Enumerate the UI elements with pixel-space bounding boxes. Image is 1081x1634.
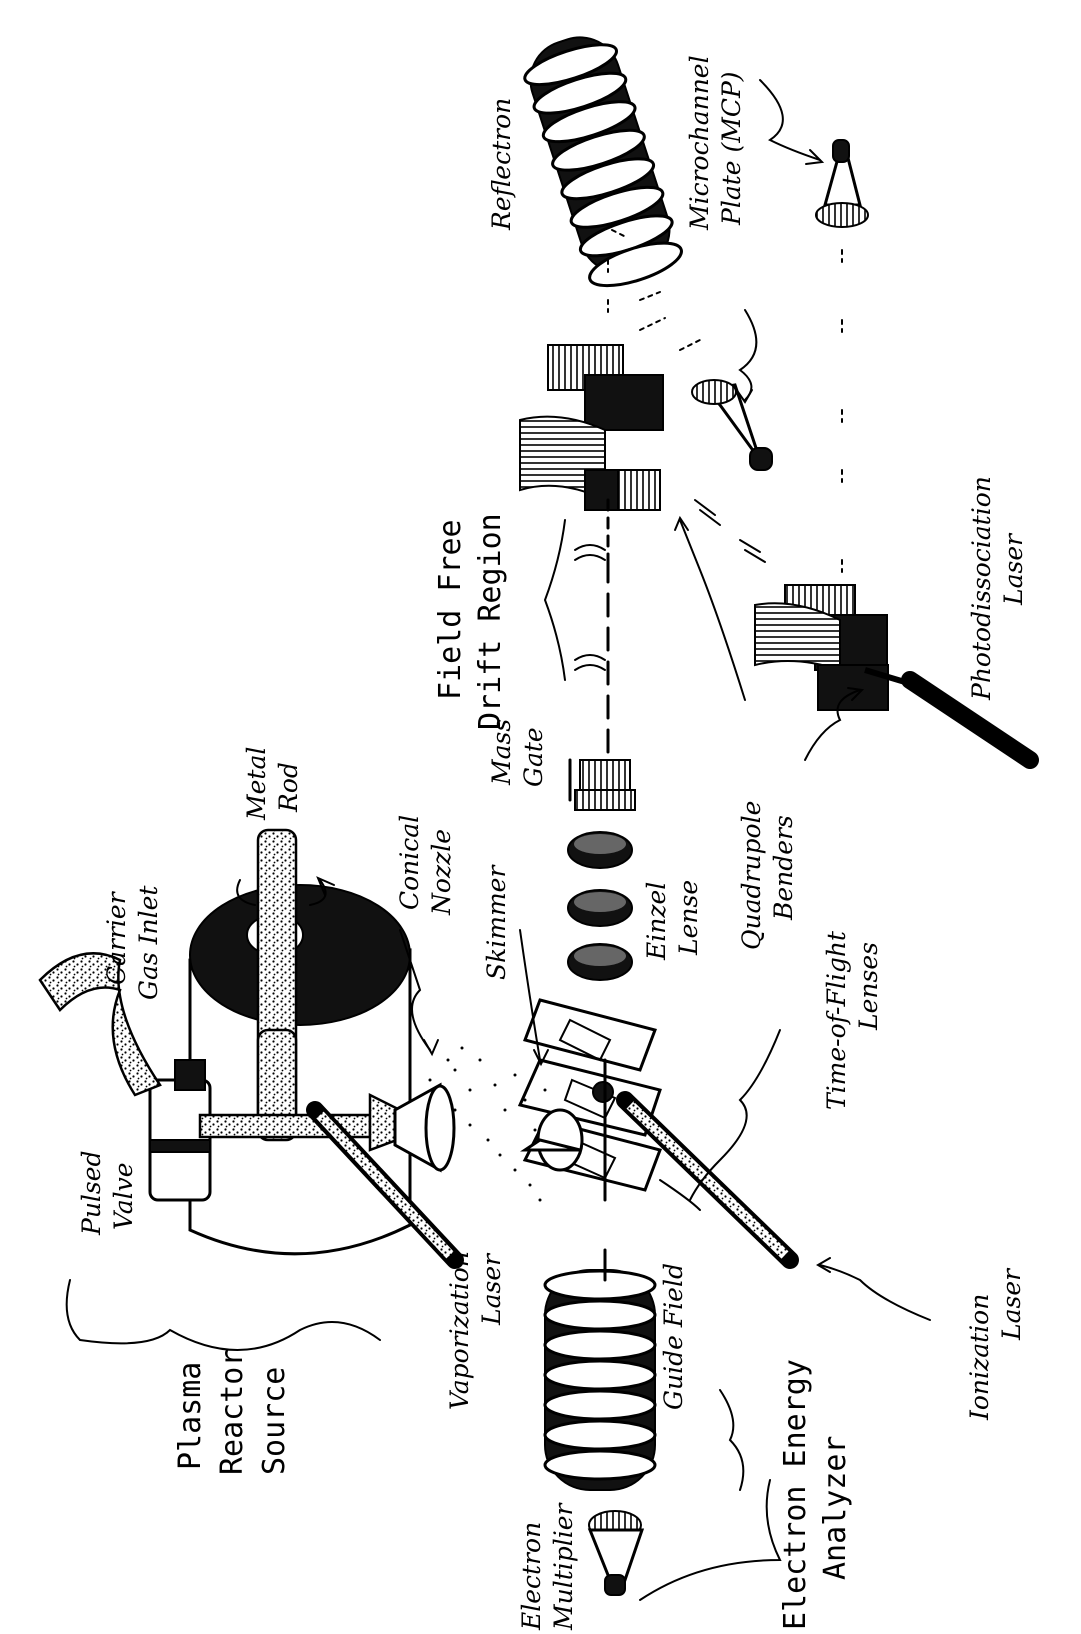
label-carrier-gas-2: Gas Inlet [134,885,163,1000]
einzel-lenses [567,831,633,981]
label-eea-2: Analyzer [818,1436,853,1581]
label-vaporization-2: Laser [477,1252,506,1326]
label-pulsed-valve-1: Pulsed [77,1150,106,1236]
label-electron-mult-2: Multiplier [549,1501,578,1631]
pulsed-valve [148,1059,212,1202]
lower-quadrupole-bender [694,499,889,711]
label-quadrupole-1: Quadrupole [737,801,766,950]
conical-nozzle [368,1082,456,1173]
label-mass-gate-2: Gate [519,727,548,787]
reflectron-stack [523,36,683,288]
labels: Reflectron Microchannel Plate (MCP) Fiel… [77,55,1028,1631]
drift-region-beam [574,544,610,762]
label-plasma-1: Plasma [173,1362,208,1470]
label-tof-1: Time-of-Flight [822,930,851,1110]
label-vaporization-1: Vaporization [445,1251,474,1410]
ionization-laser-beam [616,1091,799,1269]
mcp-detector-middle [691,379,773,471]
label-metal-rod-2: Rod [274,762,303,813]
label-plasma-3: Source [257,1367,292,1475]
upper-quadrupole-bender [519,344,664,562]
label-carrier-gas-1: Carrier [102,890,131,985]
label-mcp-2: Plate (MCP) [717,71,746,226]
mcp-detector [815,139,869,228]
vaporization-laser-beam [306,1101,464,1269]
skimmer [520,1108,584,1172]
label-ionization-1: Ionization [965,1294,994,1421]
label-guide-field: Guide Field [659,1263,688,1410]
label-quadrupole-2: Benders [769,815,798,921]
label-skimmer: Skimmer [482,864,511,980]
label-conical-nozzle-2: Nozzle [427,829,456,916]
label-mcp-1: Microchannel [685,55,714,231]
tof-lenses [517,998,662,1202]
label-photodissociation-2: Laser [999,532,1028,606]
label-field-free-1: Field Free [433,519,468,700]
label-field-free-2: Drift Region [473,513,508,730]
label-metal-rod-1: Metal [242,747,271,821]
label-conical-nozzle-1: Conical [395,815,424,910]
electron-energy-analyzer-stack [543,1248,657,1491]
electron-multiplier [587,1510,645,1596]
leader-lines [65,79,931,1601]
label-electron-mult-1: Electron [517,1522,546,1631]
label-plasma-2: Reactor [215,1349,250,1475]
cluster-plume [428,1046,547,1202]
label-mass-gate-1: Mass [487,719,516,786]
label-reflectron: Reflectron [487,98,516,231]
label-eea-1: Electron Energy [778,1359,813,1630]
label-tof-2: Lenses [854,942,883,1031]
mass-gate [568,758,636,811]
label-photodissociation-1: Photodissociation [967,476,996,701]
plasma-reactor-cylinder [188,828,412,1256]
photodissociation-laser-beam [864,667,1039,769]
label-einzel-1: Einzel [642,882,671,961]
ion-path-dashes [607,229,843,573]
label-ionization-2: Laser [997,1267,1026,1341]
label-pulsed-valve-2: Valve [109,1162,138,1230]
label-einzel-2: Lense [674,880,703,956]
carrier-gas-tube [38,952,162,1097]
